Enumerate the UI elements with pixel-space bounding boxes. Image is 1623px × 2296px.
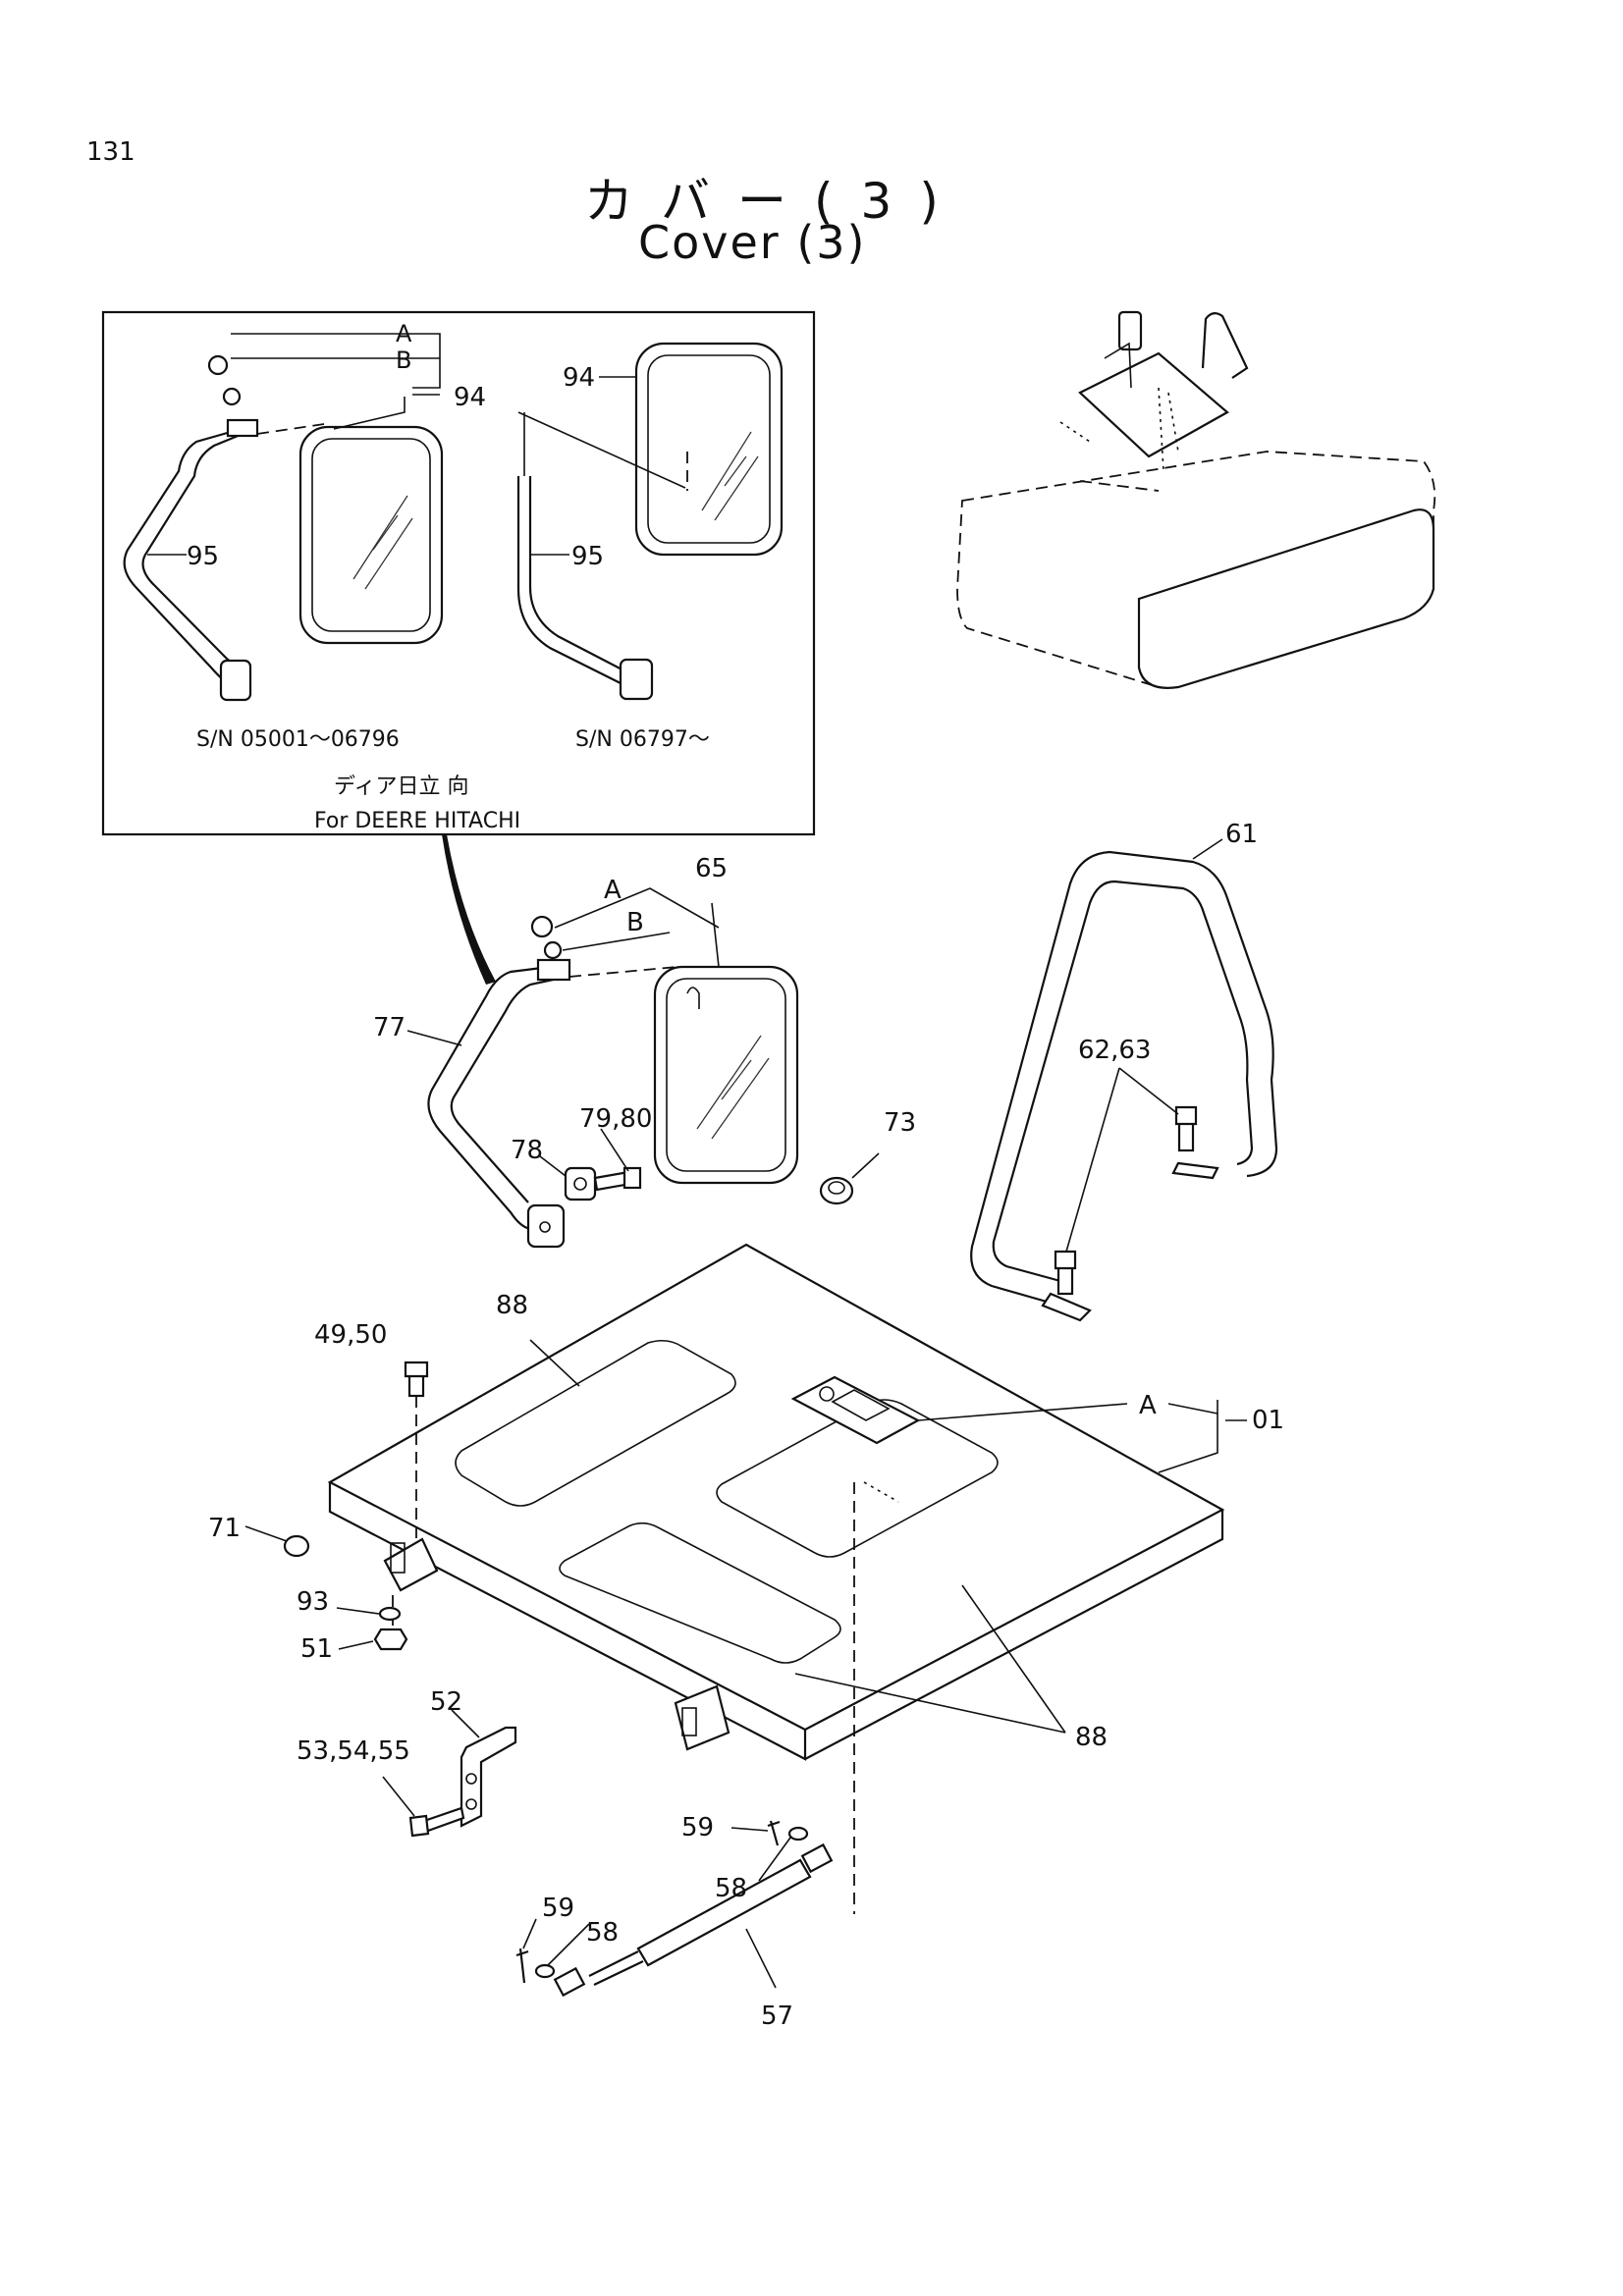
grommet-73: 73: [819, 1108, 916, 1205]
plug-71: [283, 1534, 310, 1558]
washer-58-upper: [787, 1826, 809, 1842]
clamp-78: [564, 1166, 597, 1201]
mirror-assembly-65: A B 65 77 79,80 78: [373, 854, 799, 1249]
callout-77: 77: [373, 1013, 406, 1042]
page-number: 131: [86, 137, 135, 167]
bracket-52: [460, 1726, 517, 1828]
inset-washer: [222, 387, 242, 406]
stay-77-outline-b: [450, 975, 568, 1203]
callout-62-63: 62,63: [1078, 1036, 1151, 1065]
inset-serial-left: S/N 05001～06796: [196, 727, 400, 752]
nut-51: [373, 1628, 408, 1651]
pad-88-front: [559, 1522, 841, 1664]
callout-58-lower: 58: [586, 1918, 619, 1948]
inset-mirror-94-left: [298, 425, 444, 645]
inset-callout-94-left: 94: [454, 383, 486, 412]
spring-end-lower: [553, 1966, 586, 1998]
callout-58-upper: 58: [715, 1874, 747, 1903]
callout-59-lower: 59: [542, 1894, 574, 1923]
inset-stay-clamp: [226, 418, 259, 438]
cab-mirror-small: [1117, 310, 1143, 351]
inset-note-english: For DEERE HITACHI: [314, 809, 520, 833]
deere-hitachi-inset: A B 94 95 94 95 S/N 05001～06796 S/N 0679…: [101, 310, 816, 836]
inset-callout-95-right: 95: [571, 542, 604, 571]
spring-end-upper: [800, 1842, 834, 1874]
callout-49-50: 49,50: [314, 1320, 387, 1350]
cab-handrail-small: [1201, 312, 1249, 379]
pin-59-upper: [767, 1820, 781, 1846]
inset-stay-95-right-b: [528, 476, 634, 676]
inset-callout-B: B: [396, 347, 411, 374]
callout-73: 73: [884, 1108, 916, 1138]
stay-77-outline-a: [427, 965, 551, 1231]
handrail-foot-upper: [1171, 1161, 1219, 1180]
page-title-english: Cover (3): [638, 216, 867, 269]
callout-71: 71: [208, 1514, 241, 1543]
inset-nut: [207, 354, 229, 376]
inset-left-mirror-assembly: [123, 354, 444, 702]
inset-mirror-94-right: [634, 342, 784, 557]
pad-88-left: [455, 1339, 736, 1507]
cab-location-overview: [956, 310, 1436, 689]
cover-front-edge: [328, 1482, 807, 1761]
gas-spring-57-cylinder: [636, 1858, 812, 1967]
callout-65: 65: [695, 854, 728, 883]
pin-59-lower: [515, 1948, 529, 1984]
inset-callout-94-right: 94: [563, 363, 595, 393]
cover-side-edge: [804, 1510, 1224, 1760]
page-title-japanese: カバー(3): [584, 173, 966, 230]
callout-61: 61: [1225, 820, 1258, 849]
inset-stay-95-right-a: [516, 476, 629, 688]
callout-78: 78: [511, 1136, 543, 1165]
washer-B: [543, 940, 563, 960]
nut-A: [530, 915, 554, 938]
inset-pointer-arrow: [442, 834, 496, 985]
bolt-62-63-lower: [1056, 1264, 1074, 1296]
stay-clamp: [536, 958, 571, 982]
callout-79-80: 79,80: [579, 1104, 652, 1134]
hinge-right: [674, 1684, 730, 1751]
inset-stay-foot: [219, 659, 252, 702]
inset-frame: [101, 310, 816, 836]
callout-53-54-55: 53,54,55: [297, 1736, 410, 1766]
callout-A-cover: A: [1139, 1391, 1157, 1420]
handrail-61-outer: [970, 850, 1278, 1308]
callout-88-bottom: 88: [1075, 1723, 1108, 1752]
handrail-61-inner: [992, 880, 1254, 1283]
inset-leader-dash: [256, 423, 325, 435]
bracket-52-assembly: 52 53,54,55: [297, 1687, 517, 1838]
cover-top-face: [327, 1243, 1225, 1732]
inset-serial-right: S/N 06797～: [575, 727, 710, 752]
inset-note-japanese: ディア日立 向: [334, 774, 468, 799]
cab-front-panel: [1137, 508, 1435, 689]
pad-88-right: [716, 1399, 999, 1558]
inset-right-mirror-assembly: [516, 342, 784, 701]
handrail-61-assembly: 61 62,63: [970, 820, 1278, 1322]
callout-59-upper: 59: [681, 1813, 714, 1842]
washer-93: [378, 1606, 402, 1622]
gas-spring-57-assembly: 59 58 59 58 57: [515, 1813, 834, 2031]
handrail-foot-lower: [1041, 1292, 1092, 1322]
callout-B-mirror: B: [626, 908, 644, 937]
stay-77-foot: [526, 1203, 566, 1249]
callout-57: 57: [761, 2002, 793, 2031]
cab-roof-cover: [1078, 351, 1229, 458]
callout-51: 51: [300, 1634, 333, 1664]
callout-01: 01: [1252, 1406, 1284, 1435]
inset-callout-A: A: [396, 320, 412, 347]
callout-88-top: 88: [496, 1291, 528, 1320]
mirror-65: [653, 965, 799, 1185]
inset-mirror-glass-left: [311, 438, 431, 632]
bolt-53-54-55: [422, 1806, 465, 1833]
inset-callout-95-left: 95: [187, 542, 219, 571]
callout-52: 52: [430, 1687, 462, 1717]
callout-A-mirror: A: [604, 876, 622, 905]
roof-cover-01: A 01: [208, 1243, 1284, 1914]
washer-58-lower: [534, 1963, 556, 1979]
mirror-65-glass: [666, 978, 786, 1172]
hinge-left: [383, 1537, 439, 1592]
callout-93: 93: [297, 1587, 329, 1617]
